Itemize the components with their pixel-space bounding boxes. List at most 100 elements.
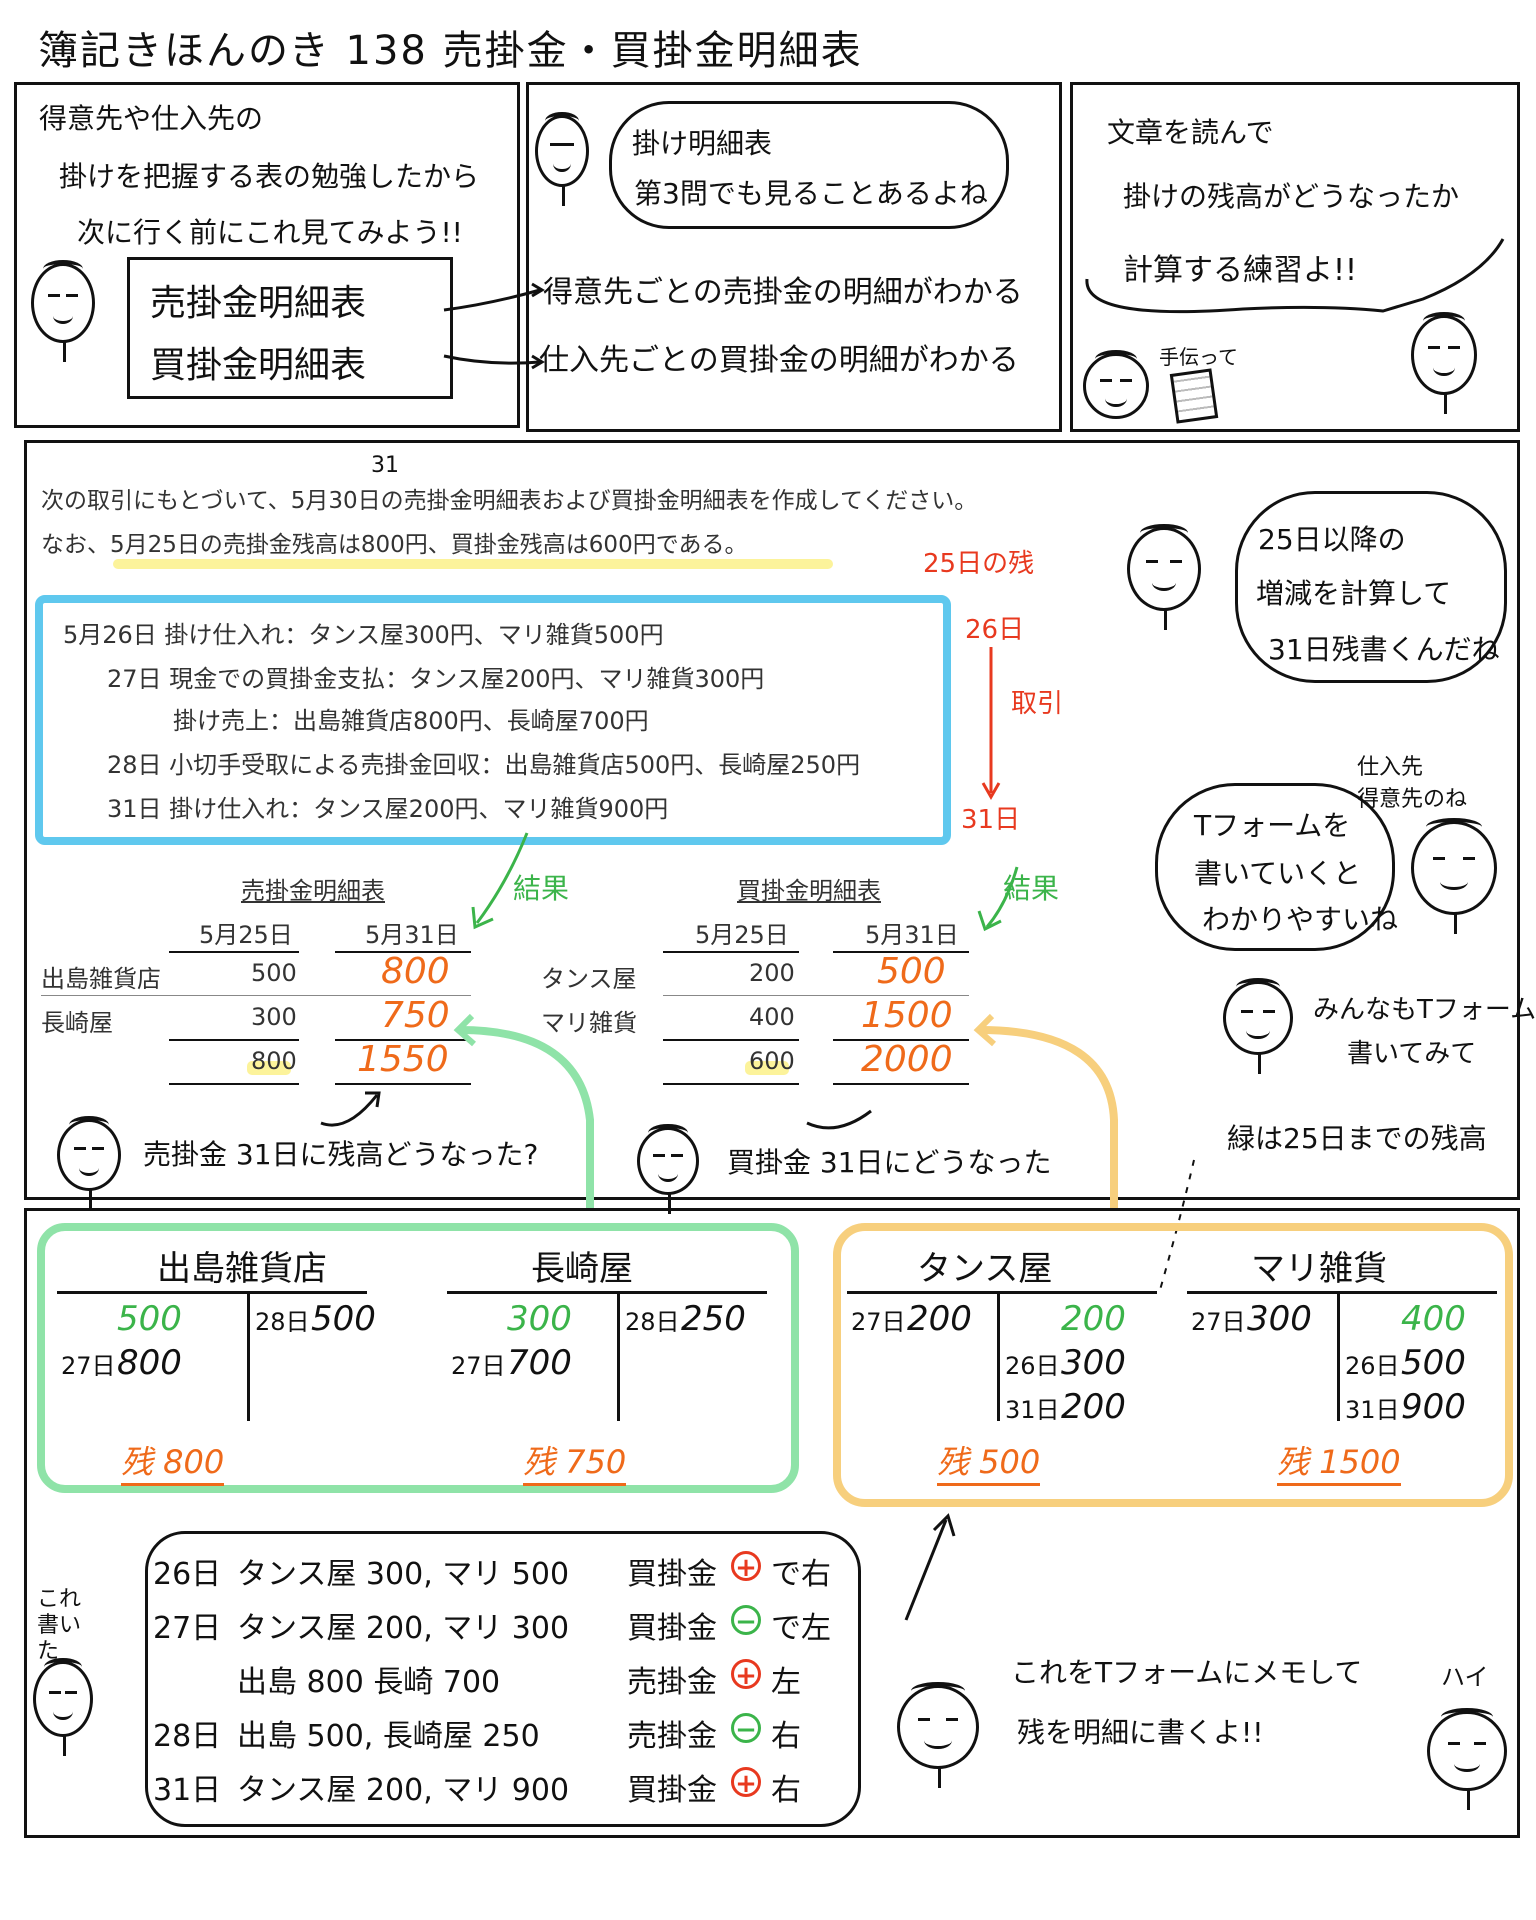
bubble-line-3: 31日残書くんだね xyxy=(1268,633,1500,666)
character-face xyxy=(637,1124,699,1214)
ar-statement-label: 売掛金明細表 xyxy=(150,283,367,324)
right-panel: 文章を読んで 掛けの残高がどうなったか 計算する練習よ!! 手伝って xyxy=(1070,82,1520,432)
tform-balance: 残 800 xyxy=(121,1437,225,1486)
flow-arrow xyxy=(981,647,1001,801)
memo-side-label: これ書いた xyxy=(37,1587,82,1664)
tform-entry: 27日300 xyxy=(1191,1299,1312,1339)
intro-highlight-box: 売掛金明細表 買掛金明細表 xyxy=(127,257,453,399)
tform-entry: 28日500 xyxy=(255,1299,376,1339)
speech-bubble: 掛け明細表 第3問でも見ることあるよね xyxy=(609,101,1009,229)
tform-entry: 27日800 xyxy=(61,1343,182,1383)
bubble-line-2: 書いていくと xyxy=(1194,857,1362,890)
date-correction: 31 xyxy=(371,453,399,478)
bubble-line-1: 25日以降の xyxy=(1258,523,1406,556)
character-face xyxy=(1427,1708,1507,1810)
transaction-3: 掛け売上：出島雑貨店800円、長崎屋700円 xyxy=(173,707,649,735)
intro-line-2: 掛けを把握する表の勉強したから xyxy=(59,160,480,193)
problem-panel: 次の取引にもとづいて、5月30日の売掛金明細表および買掛金明細表を作成してくださ… xyxy=(24,440,1536,1214)
memo-side: で右 xyxy=(771,1557,831,1592)
tform-entry-value: 300 xyxy=(1061,1343,1126,1383)
ar-tform-frame xyxy=(37,1223,799,1493)
bubble-line-3: わかりやすいね xyxy=(1202,903,1399,936)
ar-arrow-text: 得意先ごとの売掛金の明細がわかる xyxy=(543,275,1023,310)
memo-account: 売掛金 xyxy=(627,1665,717,1700)
ap-question: 買掛金 31日にどうなった xyxy=(727,1146,1052,1179)
tform-entry-date: 27日 xyxy=(1191,1308,1246,1336)
flow-start: 26日 xyxy=(965,615,1025,645)
memo-sign: − xyxy=(731,1605,761,1636)
tform-entry-date: 28日 xyxy=(255,1308,310,1336)
ar-row-d25: 300 xyxy=(251,1003,297,1031)
ap-col-25: 5月25日 xyxy=(695,921,789,949)
ar-total-25: 800 xyxy=(251,1047,297,1075)
ar-result-label: 結果 xyxy=(513,872,570,905)
tform-note-1: 仕入先 xyxy=(1357,755,1424,780)
ap-total-25: 600 xyxy=(749,1047,795,1075)
flow-top: 25日の残 xyxy=(923,549,1035,579)
problem-line-1: 次の取引にもとづいて、5月30日の売掛金明細表および買掛金明細表を作成してくださ… xyxy=(41,488,978,514)
tform-entry: 31日200 xyxy=(1005,1387,1126,1427)
character-face xyxy=(57,1116,121,1210)
memo-side: 左 xyxy=(771,1665,801,1700)
character-face xyxy=(33,1658,93,1756)
result-arrows xyxy=(471,832,1019,932)
tform-entry-value: 400 xyxy=(1401,1299,1466,1339)
memo-side: 右 xyxy=(771,1773,801,1808)
tform-entry: 27日200 xyxy=(851,1299,972,1339)
memo-account: 買掛金 xyxy=(627,1773,717,1808)
closing-line-1: これをTフォームにメモして xyxy=(1011,1656,1363,1689)
ar-table-title: 売掛金明細表 xyxy=(241,877,385,905)
memo-day: 27日 xyxy=(153,1611,222,1646)
ap-statement-label: 買掛金明細表 xyxy=(150,345,367,386)
memo-day: 26日 xyxy=(153,1557,222,1592)
ap-arrow-text: 仕入先ごとの買掛金の明細がわかる xyxy=(539,343,1019,378)
tform-entry: 31日900 xyxy=(1345,1387,1466,1427)
ar-row-d25: 500 xyxy=(251,959,297,987)
tform-account-name: タンス屋 xyxy=(917,1249,1053,1289)
ar-row-name: 出島雑貨店 xyxy=(41,965,161,993)
flow-end: 31日 xyxy=(961,805,1021,835)
ar-col-31: 5月31日 xyxy=(365,921,459,949)
tform-entry-value: 200 xyxy=(907,1299,972,1339)
bubble-line-1: 掛け明細表 xyxy=(632,127,773,160)
intro-line-3: 次に行く前にこれ見てみよう!! xyxy=(77,216,463,249)
tform-entry-date: 27日 xyxy=(61,1352,116,1380)
tform-entry-value: 200 xyxy=(1061,1387,1126,1427)
bubble-tail xyxy=(1085,238,1505,314)
highlight xyxy=(113,559,833,569)
memo-sign: + xyxy=(731,1551,761,1582)
tform-balance: 残 500 xyxy=(937,1437,1041,1486)
bubble-line-2: 第3問でも見ることあるよね xyxy=(634,177,988,210)
tform-account-name: 長崎屋 xyxy=(531,1249,633,1289)
memo-body: 出島 500, 長崎屋 250 xyxy=(237,1719,540,1754)
character-face xyxy=(31,260,95,362)
ar-row-d31: 750 xyxy=(381,995,450,1036)
tform-account-name: マリ雑貨 xyxy=(1251,1249,1387,1289)
ap-tform-frame xyxy=(833,1223,1513,1507)
tform-entry: 26日300 xyxy=(1005,1343,1126,1383)
tform-entry: 26日500 xyxy=(1345,1343,1466,1383)
memo-body: タンス屋 300, マリ 500 xyxy=(237,1557,570,1592)
intro-panel: 得意先や仕入先の 掛けを把握する表の勉強したから 次に行く前にこれ見てみよう!!… xyxy=(14,82,520,428)
ar-row-name: 長崎屋 xyxy=(41,1009,113,1037)
memo-body: 出島 800 長崎 700 xyxy=(237,1665,501,1700)
tform-entry-date: 31日 xyxy=(1345,1396,1400,1424)
tform-entry: 300 xyxy=(451,1299,572,1339)
ap-row-d31: 1500 xyxy=(861,995,953,1036)
right-line-2: 掛けの残高がどうなったか xyxy=(1123,180,1460,213)
ap-row-name: タンス屋 xyxy=(541,965,637,993)
intro-line-1: 得意先や仕入先の xyxy=(39,102,264,135)
ar-row-d31: 800 xyxy=(381,951,450,992)
character-face xyxy=(897,1682,979,1788)
page-title: 簿記きほんのき 138 売掛金・買掛金明細表 xyxy=(38,28,863,74)
right-line-3: 計算する練習よ!! xyxy=(1123,253,1358,288)
ap-row-d25: 200 xyxy=(749,959,795,987)
tform-entry-value: 700 xyxy=(507,1343,572,1383)
flow-mid: 取引 xyxy=(1011,689,1064,719)
memo-bubble xyxy=(145,1531,861,1827)
green-note: 緑は25日までの残高 xyxy=(1227,1122,1487,1155)
ar-col-25: 5月25日 xyxy=(199,921,293,949)
ap-row-name: マリ雑貨 xyxy=(541,1009,637,1037)
tform-entry-date: 26日 xyxy=(1005,1352,1060,1380)
